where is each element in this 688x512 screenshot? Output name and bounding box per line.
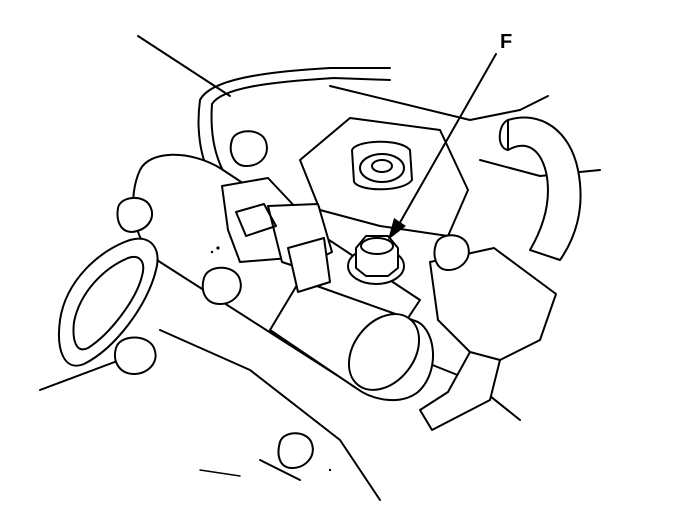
callout-arrow xyxy=(388,53,497,240)
bracket xyxy=(419,247,557,431)
coolant-hose xyxy=(498,116,582,261)
detail-dots xyxy=(210,246,332,472)
callout-label-f: F xyxy=(500,31,512,53)
solenoid-body xyxy=(132,153,434,402)
mounting-bosses xyxy=(114,130,470,469)
oval-gasket xyxy=(58,237,159,367)
bolt xyxy=(347,235,405,285)
cam-housing xyxy=(299,117,469,237)
electrical-connector xyxy=(221,177,333,293)
